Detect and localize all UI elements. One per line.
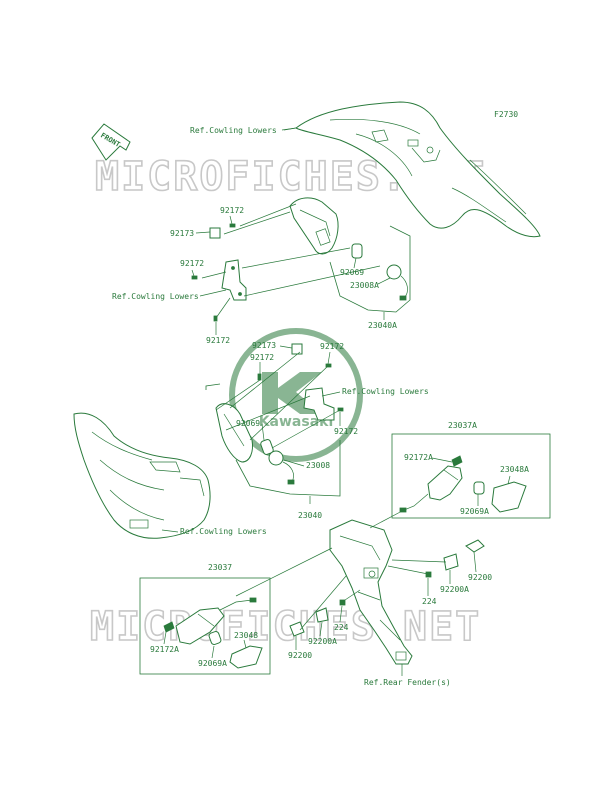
- ref-rear-fender: Ref.Rear Fender(s): [364, 678, 451, 687]
- label-92173-2: 92173: [252, 341, 276, 350]
- label-92172-3: 92172: [206, 336, 230, 345]
- label-92069-1: 92069: [340, 268, 364, 277]
- lower-cowling-left: [73, 412, 211, 539]
- label-23008: 23008: [306, 461, 330, 470]
- label-92172A-2: 92172A: [150, 645, 179, 654]
- turn-signal-rear-left: [163, 597, 257, 645]
- figure-code: F2730: [494, 110, 518, 119]
- label-92172-4: 92172: [250, 353, 274, 362]
- label-92172-5: 92172: [320, 342, 344, 351]
- label-92172-1: 92172: [220, 206, 244, 215]
- bulb-92069A-upper: [473, 481, 485, 495]
- screw-92172-f: [337, 407, 344, 412]
- bracket-upper: [221, 259, 247, 301]
- grommet-92200A-b: [315, 607, 329, 623]
- ref-cowling-lowers-2: Ref.Cowling Lowers: [112, 292, 199, 301]
- bracket-lower: [303, 387, 335, 421]
- label-23040: 23040: [298, 511, 322, 520]
- label-92069-2: 92069: [236, 419, 260, 428]
- screw-92172-e: [325, 363, 332, 368]
- label-92172-2: 92172: [180, 259, 204, 268]
- screw-92172-b: [191, 275, 198, 280]
- label-92069A-1: 92069A: [460, 507, 489, 516]
- label-23008A: 23008A: [350, 281, 379, 290]
- socket-23008: [268, 450, 295, 485]
- front-arrow: FRONT: [91, 123, 131, 161]
- grommet-92200-b: [289, 621, 305, 637]
- lens-23048: [229, 645, 263, 669]
- watermark-bottom: MICROFICHES.NET: [90, 604, 481, 650]
- label-92173-1: 92173: [170, 229, 194, 238]
- bulb-92069-upper: [351, 243, 363, 259]
- turn-signal-front-right: [289, 197, 339, 255]
- ref-cowling-lowers-1: Ref.Cowling Lowers: [190, 126, 277, 135]
- screw-92172-a: [229, 223, 236, 228]
- label-92200A-2: 92200A: [308, 637, 337, 646]
- bulb-92069-lower: [260, 439, 274, 455]
- nut-224-b: [339, 599, 346, 606]
- box-23037A: [391, 433, 551, 519]
- label-92172-6: 92172: [334, 427, 358, 436]
- rear-fender-bracket: [329, 519, 413, 665]
- label-23048: 23048: [234, 631, 258, 640]
- ref-cowling-lowers-4: Ref.Cowling Lowers: [180, 527, 267, 536]
- grommet-92200A-a: [443, 553, 459, 571]
- box-23037: [139, 577, 271, 675]
- screw-92172-c: [213, 315, 218, 322]
- screw-92172-d: [257, 373, 262, 381]
- screw-92173-b: [291, 343, 303, 355]
- label-92200A-1: 92200A: [440, 585, 469, 594]
- label-23037: 23037: [208, 563, 232, 572]
- bulb-92069A-lower: [208, 630, 222, 646]
- label-92200-2: 92200: [288, 651, 312, 660]
- grommet-92200-a: [465, 539, 485, 553]
- turn-signal-rear-right: [399, 455, 463, 513]
- screw-92173-a: [209, 227, 221, 239]
- label-23048A: 23048A: [500, 465, 529, 474]
- kawasaki-logo-text: Kawasaki: [259, 414, 334, 430]
- label-92069A-2: 92069A: [198, 659, 227, 668]
- nut-224-a: [425, 571, 432, 578]
- labels: Ref.Cowling Lowers 92172 92173 92172 Ref…: [112, 126, 529, 687]
- label-224-1: 224: [422, 597, 437, 606]
- socket-23008A: [386, 264, 408, 301]
- ref-cowling-lowers-3: Ref.Cowling Lowers: [342, 387, 429, 396]
- turn-signal-front-left: [215, 403, 253, 463]
- lens-23048A: [491, 481, 527, 513]
- label-92172A-1: 92172A: [404, 453, 433, 462]
- label-224-2: 224: [334, 623, 349, 632]
- label-92200-1: 92200: [468, 573, 492, 582]
- label-23037A: 23037A: [448, 421, 477, 430]
- label-23040A: 23040A: [368, 321, 397, 330]
